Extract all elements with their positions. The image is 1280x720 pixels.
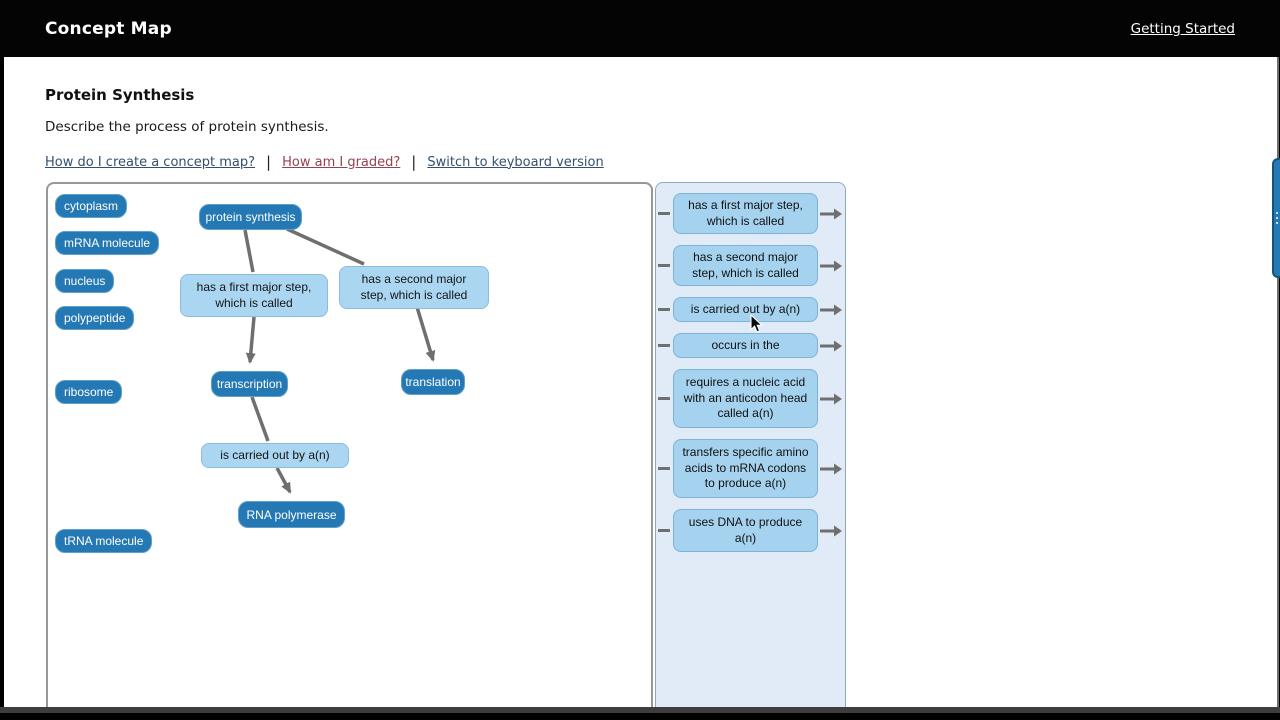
connector-stub-icon <box>658 212 670 215</box>
phrase-row: is carried out by a(n) <box>658 297 843 322</box>
drag-dot-icon <box>1276 212 1278 214</box>
help-links-row: How do I create a concept map? | How am … <box>45 153 604 171</box>
phrase-row: requires a nucleic acid with an anticodo… <box>658 369 843 428</box>
app-title: Concept Map <box>45 18 172 39</box>
node-rel-carried-out[interactable]: is carried out by a(n) <box>201 443 349 468</box>
link-separator: | <box>411 153 417 171</box>
phrase-second-major-step[interactable]: has a second major step, which is called <box>673 245 818 286</box>
term-cytoplasm[interactable]: cytoplasm <box>55 194 128 218</box>
term-ribosome[interactable]: ribosome <box>55 380 123 404</box>
node-rna-polymerase[interactable]: RNA polymerase <box>238 501 345 528</box>
getting-started-link[interactable]: Getting Started <box>1130 20 1235 37</box>
phrase-requires-nucleic-acid[interactable]: requires a nucleic acid with an anticodo… <box>673 369 818 428</box>
connector-lines <box>243 227 436 494</box>
arrow-right-icon <box>820 393 842 404</box>
phrase-first-major-step[interactable]: has a first major step, which is called <box>673 193 818 234</box>
arrow-right-icon <box>820 304 842 315</box>
phrase-row: has a first major step, which is called <box>658 193 843 234</box>
arrow-right-icon <box>820 340 842 351</box>
app-header: Concept Map Getting Started <box>0 0 1280 57</box>
term-mrna-molecule[interactable]: mRNA molecule <box>55 231 160 255</box>
connector-stub-icon <box>658 308 670 311</box>
connector-stub-icon <box>658 344 670 347</box>
term-trna-molecule[interactable]: tRNA molecule <box>55 529 153 553</box>
drag-dot-icon <box>1276 222 1278 224</box>
connector-stub-icon <box>658 264 670 267</box>
phrase-bank-panel: has a first major step, which is called … <box>655 182 846 707</box>
term-nucleus[interactable]: nucleus <box>55 269 115 293</box>
connector-stub-icon <box>658 529 670 532</box>
connector-stub-icon <box>658 397 670 400</box>
connector-stub-icon <box>658 467 670 470</box>
node-transcription[interactable]: transcription <box>211 371 288 397</box>
phrase-occurs-in-the[interactable]: occurs in the <box>673 333 818 358</box>
how-graded-link[interactable]: How am I graded? <box>282 154 401 170</box>
phrase-row: uses DNA to produce a(n) <box>658 509 843 552</box>
side-drawer-handle[interactable] <box>1272 158 1280 278</box>
assignment-instructions: Describe the process of protein synthesi… <box>45 119 329 135</box>
link-separator: | <box>266 153 272 171</box>
phrase-carried-out-by[interactable]: is carried out by a(n) <box>673 297 818 322</box>
page-right-border <box>1277 57 1279 707</box>
arrow-right-icon <box>820 260 842 271</box>
term-polypeptide[interactable]: polypeptide <box>55 306 135 330</box>
phrase-row: transfers specific amino acids to mRNA c… <box>658 439 843 498</box>
arrow-right-icon <box>820 525 842 536</box>
arrow-right-icon <box>820 208 842 219</box>
node-rel-second-step[interactable]: has a second major step, which is called <box>339 266 489 309</box>
keyboard-version-link[interactable]: Switch to keyboard version <box>427 154 604 170</box>
how-to-create-link[interactable]: How do I create a concept map? <box>45 154 256 170</box>
arrow-right-icon <box>820 463 842 474</box>
node-protein-synthesis[interactable]: protein synthesis <box>199 204 302 230</box>
phrase-row: has a second major step, which is called <box>658 245 843 286</box>
bottom-bar <box>0 707 1280 713</box>
phrase-row: occurs in the <box>658 333 843 358</box>
phrase-uses-dna[interactable]: uses DNA to produce a(n) <box>673 509 818 552</box>
drag-dot-icon <box>1276 217 1278 219</box>
phrase-transfers-amino-acids[interactable]: transfers specific amino acids to mRNA c… <box>673 439 818 498</box>
node-translation[interactable]: translation <box>401 369 465 395</box>
assignment-title: Protein Synthesis <box>45 86 195 104</box>
concept-map-canvas[interactable]: cytoplasm mRNA molecule nucleus polypept… <box>46 182 653 707</box>
node-rel-first-step[interactable]: has a first major step, which is called <box>180 274 328 317</box>
